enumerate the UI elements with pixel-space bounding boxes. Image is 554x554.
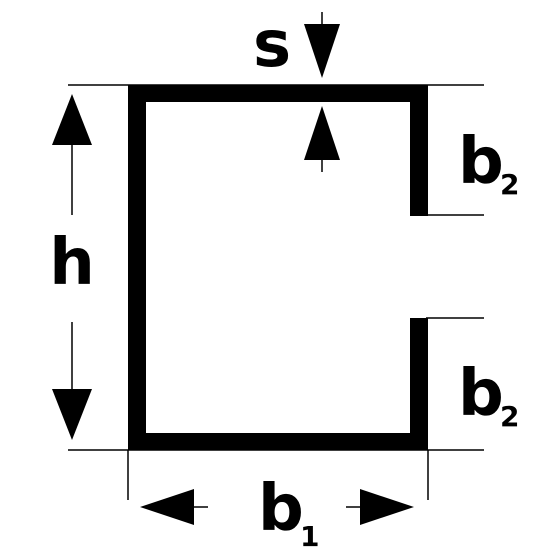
extension-lines: [68, 84, 484, 500]
height-arrow-up-icon: [52, 94, 92, 145]
thickness-arrow-up-icon: [304, 106, 340, 160]
flange-top: [128, 85, 428, 102]
height-dimension: h: [49, 94, 95, 440]
lip-bottom-label-main: b: [458, 357, 504, 431]
thickness-dimension: s: [253, 8, 340, 172]
lip-top-label-main: b: [458, 125, 504, 199]
width-dimension: b 1: [140, 472, 414, 553]
web-left: [128, 85, 146, 450]
lip-top: [410, 85, 428, 216]
width-arrow-left-icon: [140, 489, 194, 525]
lip-bottom-label: b 2: [458, 357, 519, 433]
lip-top-label: b 2: [458, 125, 519, 201]
height-arrow-down-icon: [52, 389, 92, 440]
flange-bottom: [128, 433, 428, 450]
thickness-arrow-down-icon: [304, 24, 340, 78]
lip-bottom: [410, 318, 428, 450]
width-label-sub: 1: [300, 520, 319, 553]
thickness-label: s: [253, 8, 291, 82]
width-label-main: b: [258, 472, 304, 546]
width-arrow-right-icon: [360, 489, 414, 525]
section-profile: [128, 85, 428, 450]
height-label: h: [49, 226, 95, 300]
lip-bottom-label-sub: 2: [500, 400, 519, 433]
lip-top-label-sub: 2: [500, 168, 519, 201]
